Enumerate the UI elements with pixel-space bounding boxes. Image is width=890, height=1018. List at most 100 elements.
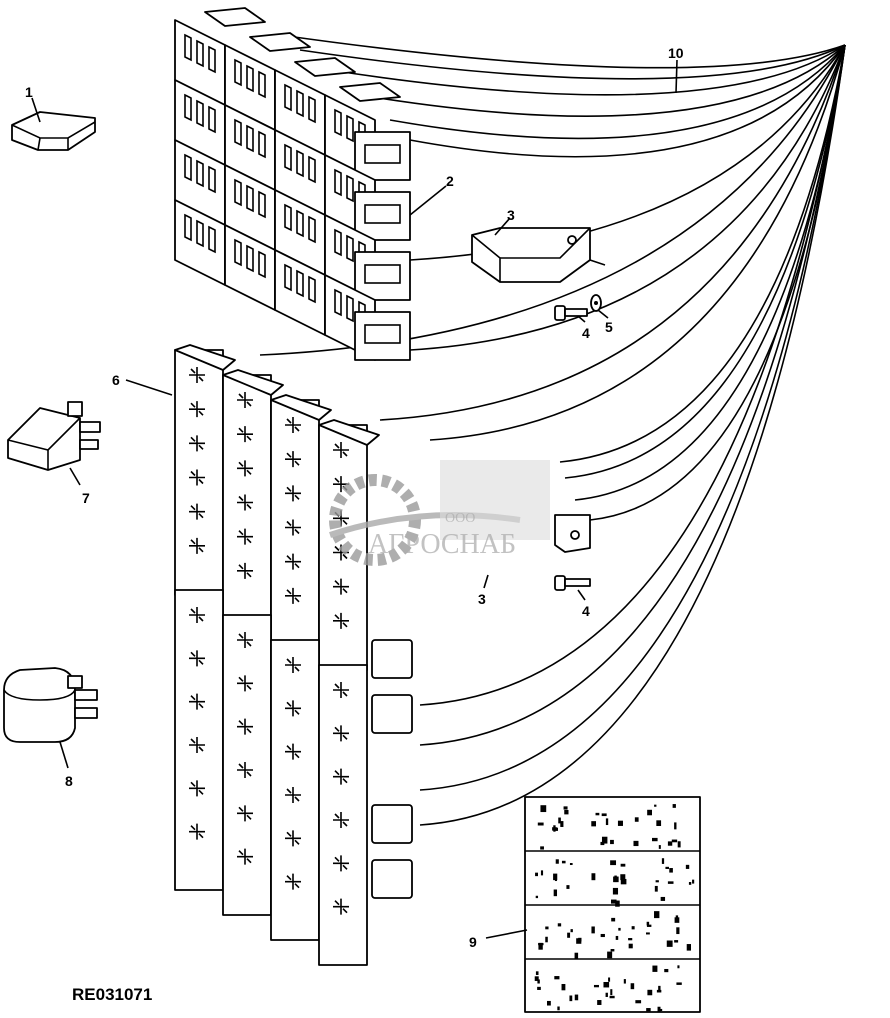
wire [564,44,846,479]
fuse-slot [308,215,316,244]
relay-socket [189,401,205,418]
wire [419,44,846,791]
wire-harness [259,34,846,826]
fuse-cover-tab [294,57,356,77]
decal-mark [558,817,561,824]
callout-3: 3 [507,207,515,223]
decal-mark [628,943,633,949]
relay-socket [285,873,301,890]
fuse-slot [184,213,192,242]
decal-mark [620,874,626,881]
decal-mark [601,813,607,817]
relay-socket [189,823,205,840]
bracket-part-lower [554,514,591,553]
decal-mark [646,1008,651,1012]
fuse-module-end [354,251,411,301]
relay-socket [333,855,349,872]
bracket-part [471,227,606,283]
decal-mark [591,926,595,934]
decal-mark [593,984,599,988]
fuse-slot [196,159,204,188]
decal-mark [652,965,658,972]
decal-mark [677,841,681,848]
decal-mark [564,809,569,815]
decal-mark [561,983,566,991]
decal-mark [688,882,692,885]
decal-mark [595,812,600,816]
decal-mark [555,859,559,864]
fuse-slot [246,244,254,273]
decal-mark [660,1008,663,1012]
decal-mark [615,900,620,907]
decal-mark [611,917,616,922]
relay-top-rib [318,419,380,446]
relay-part-large [3,667,98,743]
callout-4: 4 [582,325,590,341]
relay-socket [333,812,349,828]
fuse-slot [196,99,204,128]
decal-mark [540,846,544,850]
watermark-prefix: ООО [445,511,475,526]
fuse-slot [284,263,292,292]
wire [359,44,846,117]
decal-mark [654,911,660,919]
relay-module-end [371,694,413,734]
fuse-module-window [364,264,401,284]
relay-socket [285,743,301,760]
callout-1: 1 [25,84,33,100]
fuse-slot [346,174,354,203]
decal-mark [652,837,658,842]
relay-socket [237,494,253,511]
decal-mark [534,976,539,981]
decal-mark [634,817,639,822]
figure-id: RE031071 [72,985,152,1004]
relay-module [174,349,224,596]
decal-mark [610,860,617,866]
callout-7: 7 [82,490,90,506]
decal-mark [654,885,658,892]
decal-mark [654,804,657,807]
fuse-slot [234,178,242,207]
relay-socket [237,675,253,692]
decal-mark [612,887,619,895]
fuse-slot [184,93,192,122]
decal-mark [631,926,635,930]
relay-socket [333,578,349,595]
relay-socket [189,469,205,486]
fuse-slot [334,108,342,137]
decal-mark [647,809,652,816]
decal-mark [574,952,579,960]
relay-module-end [371,639,413,679]
fuse-slot [346,234,354,263]
decal-mark [570,929,573,933]
fuse-slot [334,228,342,257]
relay-socket [285,700,301,717]
decal-mark [628,938,633,941]
decal-mark [609,995,615,999]
decal-mark [537,986,541,990]
decal-mark [569,863,573,866]
decal-mark [657,1006,661,1013]
relay-socket [237,460,253,477]
wire [329,44,846,96]
wire [279,34,846,69]
callout-3-lower: 3 [478,591,486,607]
wire [409,44,846,261]
decal-mark [646,924,652,927]
relay-socket [333,442,349,458]
callout-4-lower: 4 [582,603,590,619]
wire [389,44,846,140]
decal-mark [669,868,673,873]
decal-mark [655,880,659,883]
decal-mark [660,896,666,901]
fuse-block-assembly [174,7,411,361]
fuse-slot [296,209,304,238]
wire [559,44,846,463]
decal-mark [633,840,639,847]
wire [419,44,846,746]
decal-mark [666,940,673,947]
decal-mark [618,927,621,931]
fuse-slot [184,33,192,62]
fuse-slot [296,89,304,118]
decal-mark [676,982,682,985]
